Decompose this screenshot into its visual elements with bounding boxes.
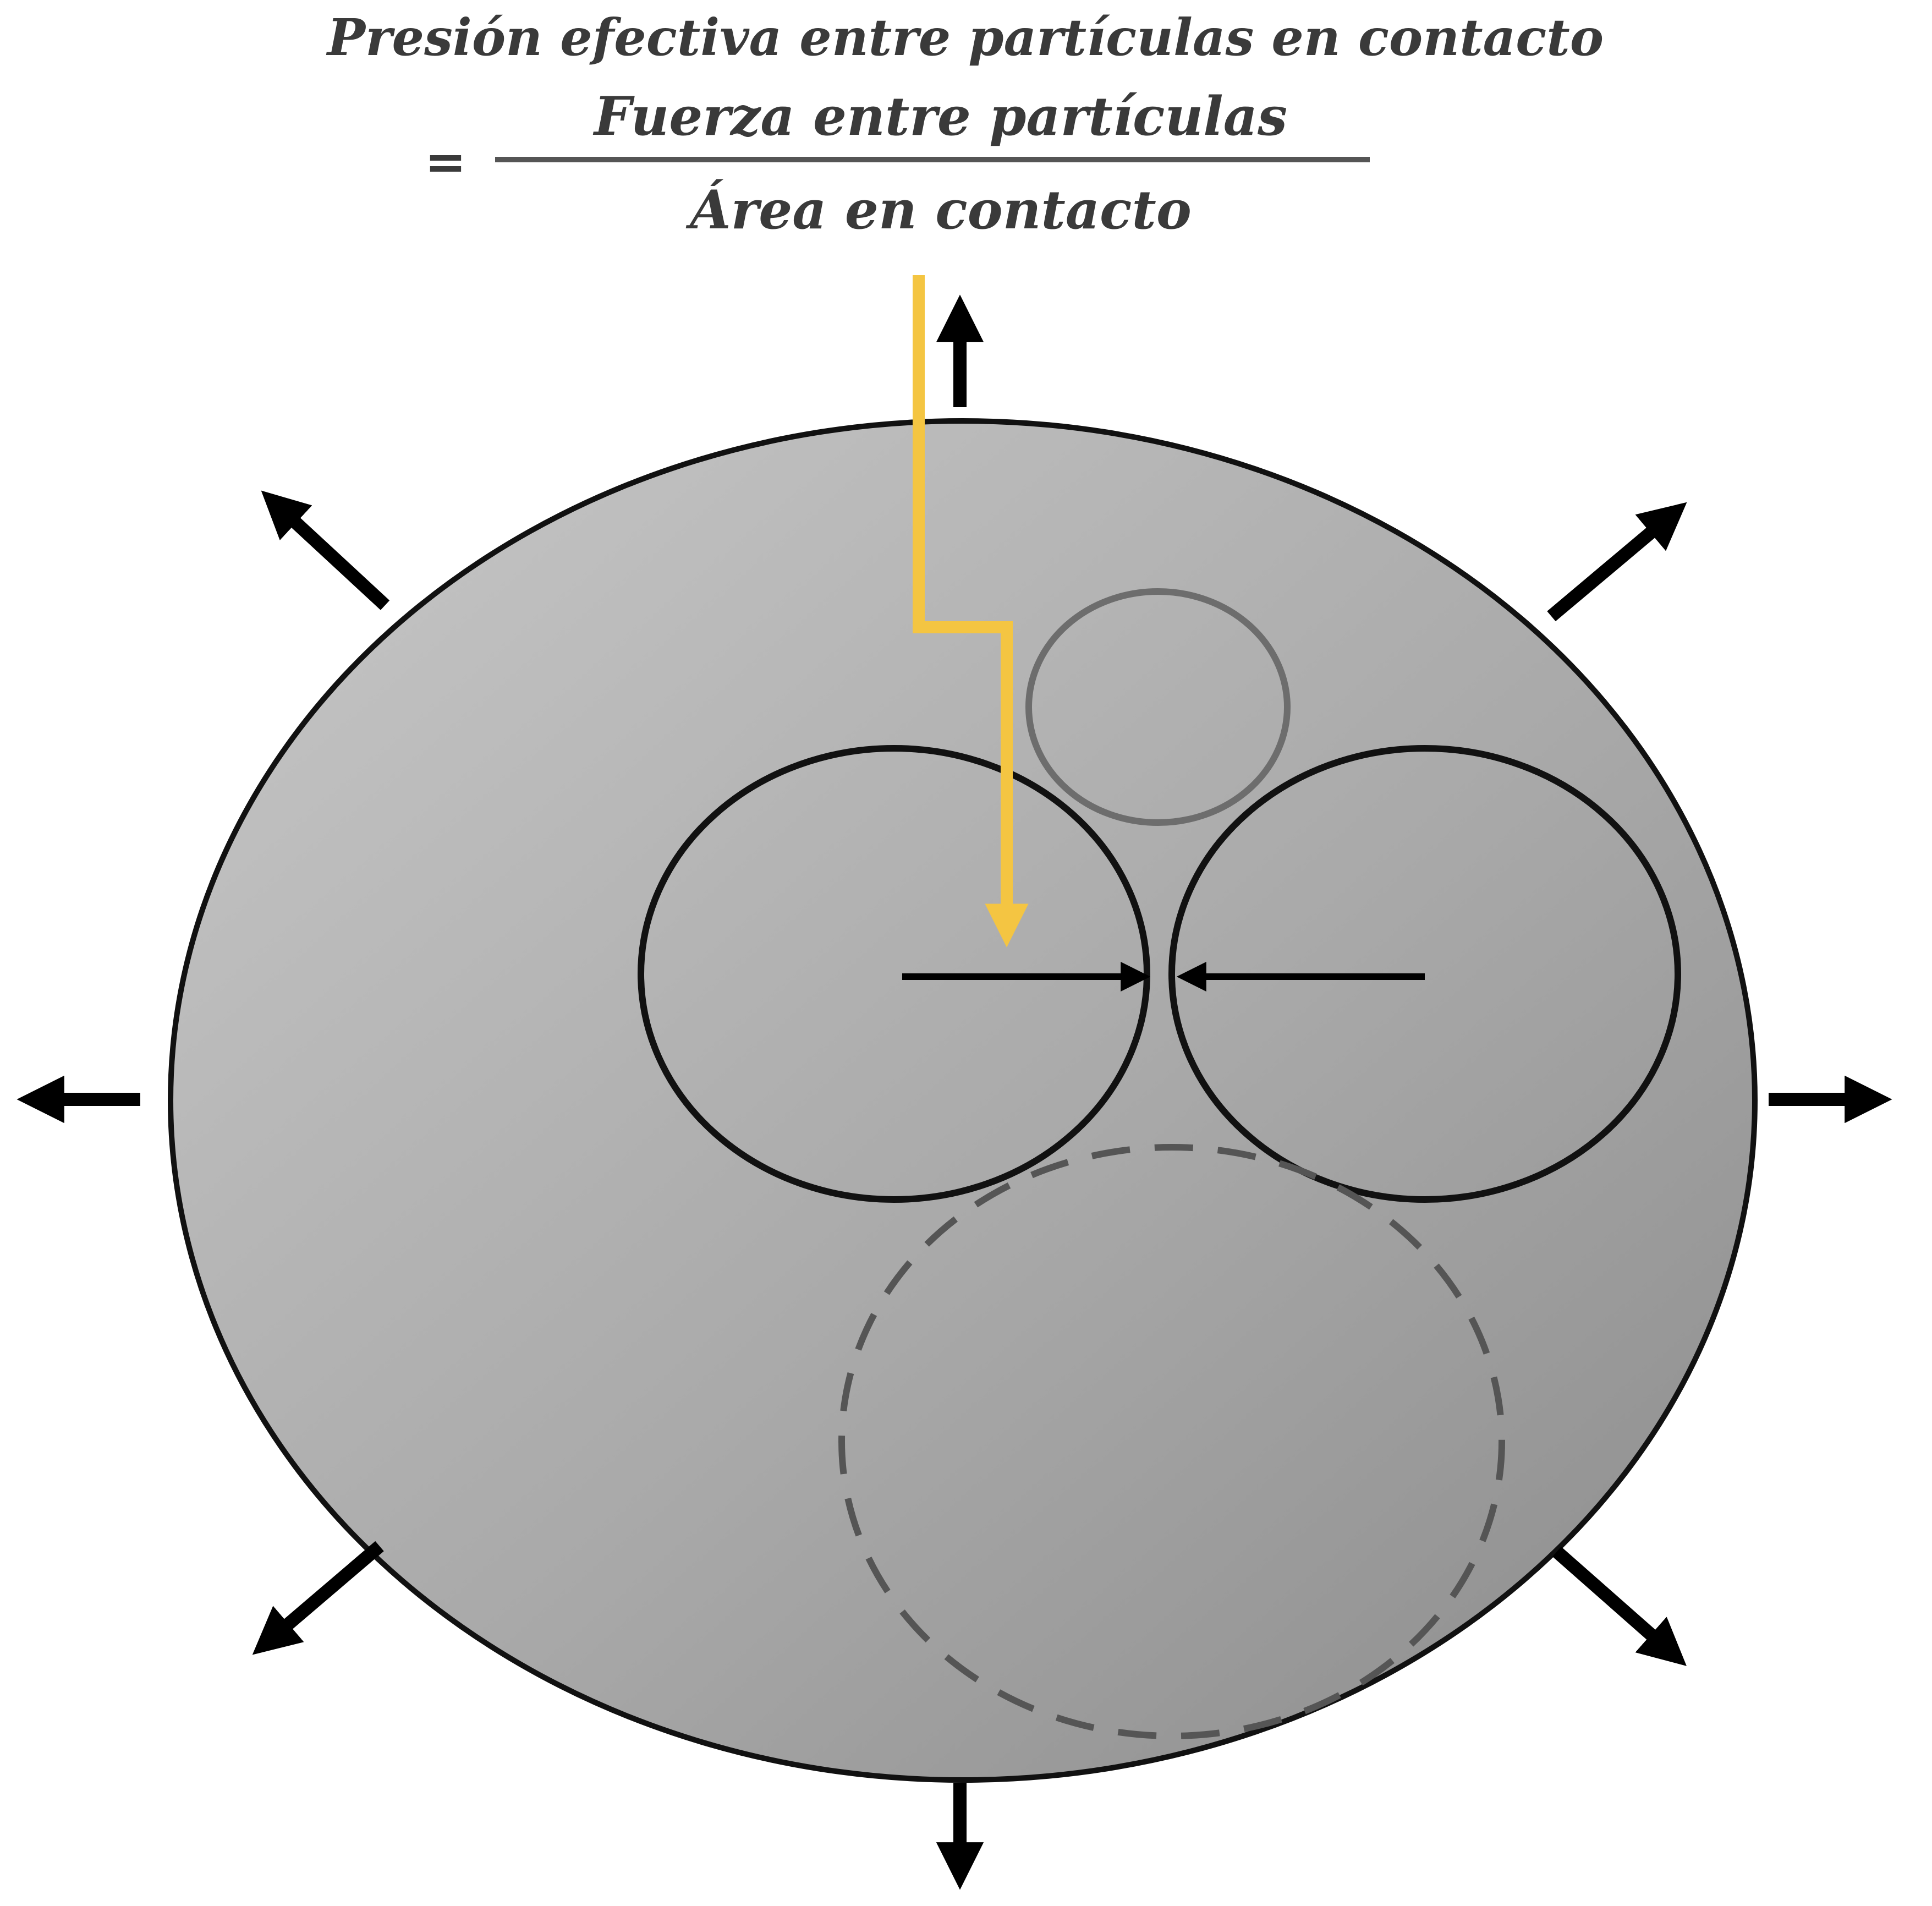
formula-denominator: Área en contacto [685,179,1192,241]
outward-arrow-bottom-left [252,1541,384,1655]
particle-dashed [838,1144,1505,1739]
particle-faint-top [1025,588,1291,826]
formula-line1: Presión efectiva entre partículas en con… [326,8,1604,67]
outward-arrow-top-right [1547,502,1687,622]
outward-arrow-top-left [261,490,390,610]
formula-equals: = [425,133,466,191]
formula-numerator: Fuerza entre partículas [592,85,1287,147]
soil-mass [168,418,1758,1783]
particle-right [1168,745,1681,1203]
outward-arrow-bottom-right [1552,1546,1687,1666]
pointer-arrow [913,275,1029,947]
